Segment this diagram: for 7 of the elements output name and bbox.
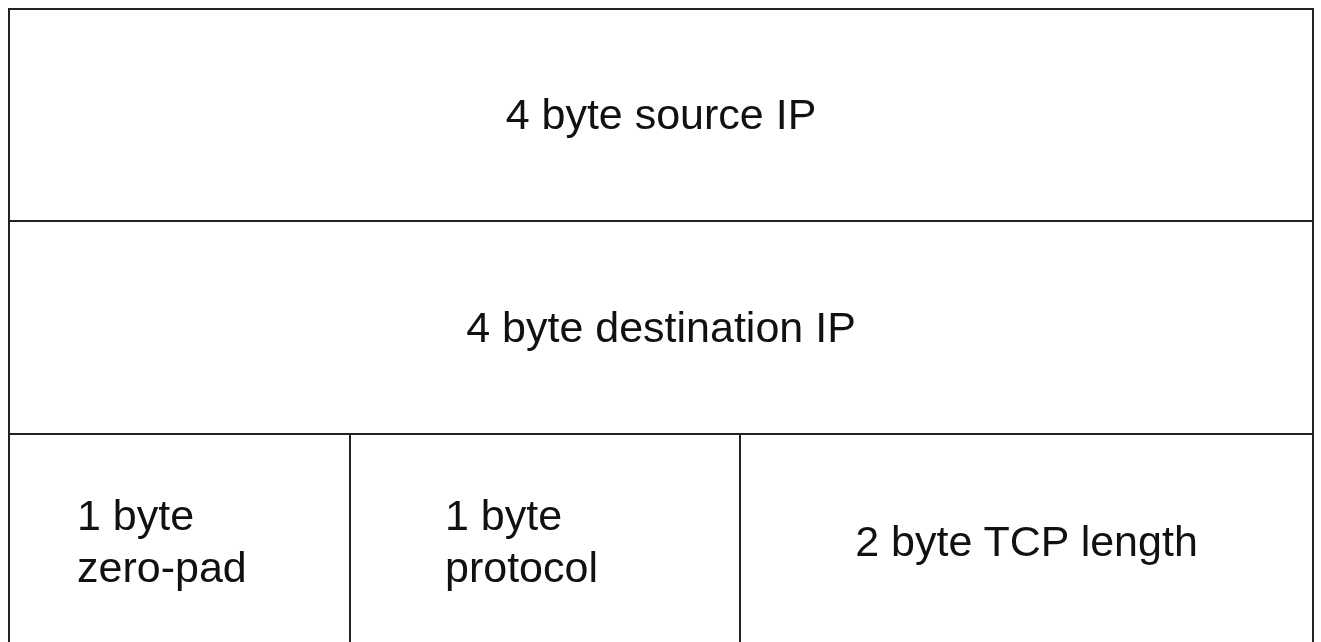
field-cell bbox=[8, 220, 1314, 435]
field-label: 1 byte protocol bbox=[445, 489, 599, 593]
field-label: 1 byte zero-pad bbox=[77, 489, 248, 593]
field-label: 4 byte destination IP bbox=[466, 301, 856, 353]
field-label: 2 byte TCP length bbox=[855, 515, 1198, 567]
field-label: 4 byte source IP bbox=[505, 89, 817, 141]
field-cell bbox=[8, 8, 1314, 222]
